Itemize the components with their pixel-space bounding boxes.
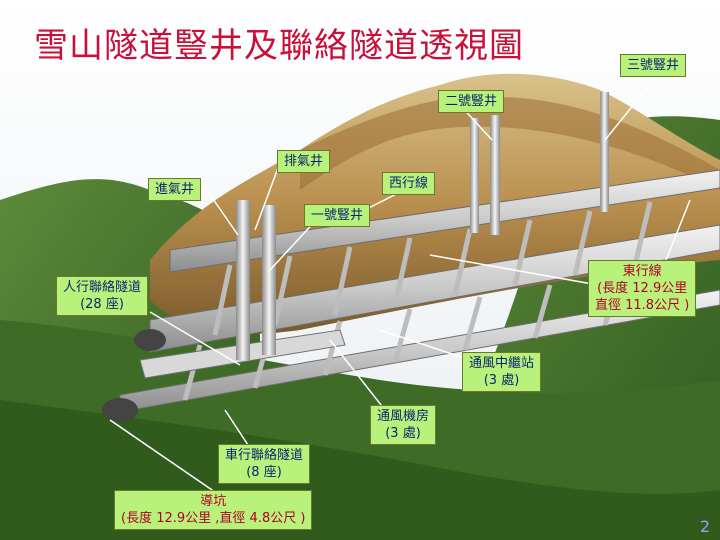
label-pilot-tunnel: 導坑 (長度 12.9公里 ,直徑 4.8公尺 ) (114, 490, 313, 530)
label-westbound: 西行線 (382, 172, 436, 195)
shaft-intake (236, 200, 250, 360)
label-eastbound-length: (長度 12.9公里 (597, 281, 688, 296)
portal-upper (134, 329, 166, 351)
label-fan-room-count: (3 處) (385, 426, 421, 441)
shaft-exhaust (262, 205, 276, 355)
label-shaft-1-text: 一號豎井 (311, 208, 364, 223)
label-shaft-3: 三號豎井 (620, 54, 687, 77)
vertical-shafts (236, 92, 609, 360)
leader-lines (109, 71, 691, 493)
mountain-crest-shading (300, 96, 720, 190)
shaft-2b (470, 118, 479, 233)
shaft-3 (600, 92, 609, 212)
shaft-2 (490, 115, 500, 235)
label-fan-room-name: 通風機房 (377, 409, 430, 424)
label-shaft-3-text: 三號豎井 (627, 58, 680, 73)
label-pilot-name: 導坑 (200, 494, 227, 509)
label-shaft-2: 二號豎井 (438, 90, 505, 113)
label-exhaust-shaft-text: 排氣井 (284, 154, 324, 169)
label-ventilation-station: 通風中繼站 (3 處) (462, 352, 542, 392)
label-ventilation-station-count: (3 處) (483, 373, 520, 388)
label-ventilation-station-name: 通風中繼站 (469, 356, 535, 371)
page-number: 2 (699, 517, 710, 536)
label-westbound-text: 西行線 (389, 176, 429, 191)
label-vehicle-name: 車行聯絡隧道 (225, 448, 304, 463)
westbound-tube (169, 169, 720, 273)
label-eastbound-diameter: 直徑 11.8公尺 ) (595, 298, 690, 313)
label-shaft-2-text: 二號豎井 (445, 94, 498, 109)
label-pedestrian-count: (28 座) (80, 297, 124, 312)
label-vehicle-count: (8 座) (246, 465, 282, 480)
label-pedestrian-name: 人行聯絡隧道 (63, 280, 142, 295)
label-pedestrian-passage: 人行聯絡隧道 (28 座) (56, 276, 149, 316)
label-vehicle-passage: 車行聯絡隧道 (8 座) (218, 444, 311, 484)
label-fan-room: 通風機房 (3 處) (370, 405, 437, 445)
label-eastbound: 東行線 (長度 12.9公里 直徑 11.8公尺 ) (588, 260, 697, 317)
label-exhaust-shaft: 排氣井 (277, 150, 331, 173)
page-title: 雪山隧道豎井及聯絡隧道透視圖 (34, 26, 524, 66)
label-shaft-1: 一號豎井 (304, 204, 371, 227)
label-eastbound-name: 東行線 (622, 264, 662, 279)
label-pilot-spec: (長度 12.9公里 ,直徑 4.8公尺 ) (121, 511, 306, 526)
label-intake-shaft-text: 進氣井 (155, 182, 195, 197)
label-intake-shaft: 進氣井 (148, 178, 202, 201)
tunnel-tubes (102, 169, 720, 422)
portal-lower (102, 398, 138, 422)
